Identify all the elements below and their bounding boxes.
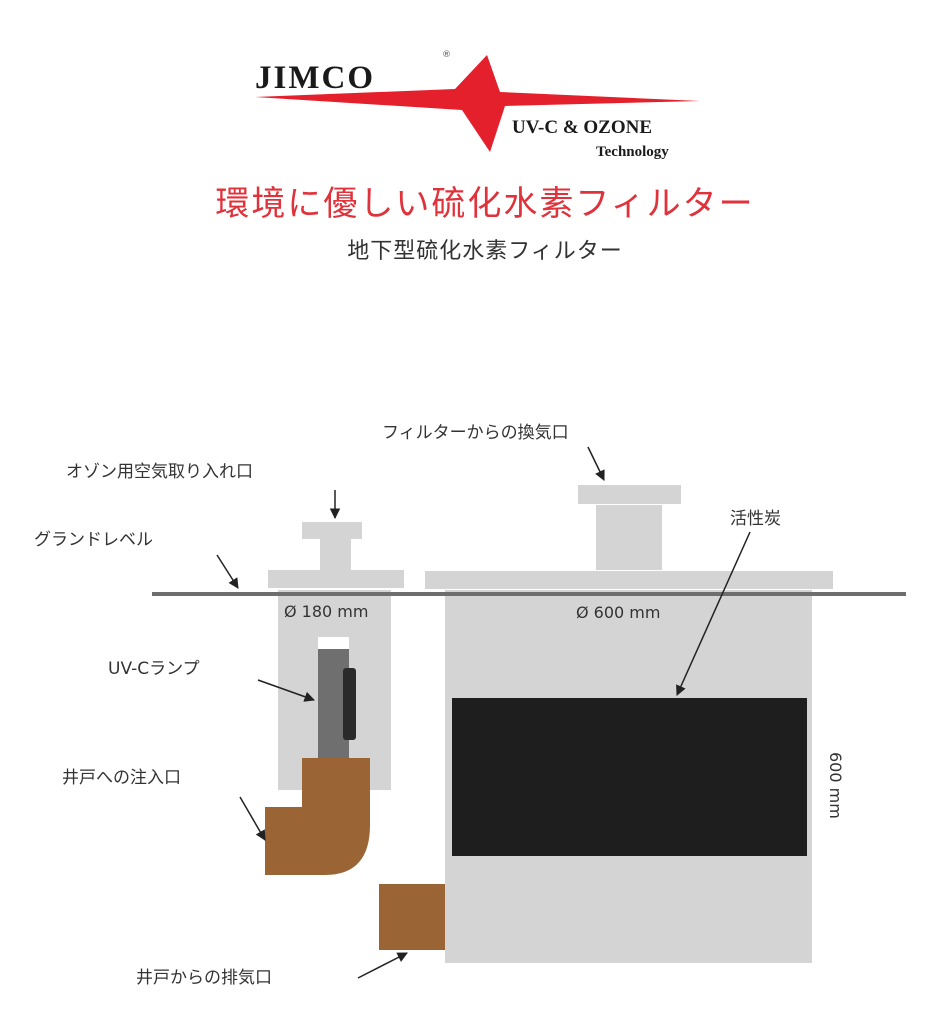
dimension-large-diameter: Ø 600 mm [576, 603, 661, 622]
label-uvc-lamp: UV-Cランプ [108, 659, 200, 679]
well-inlet-pipe [265, 758, 370, 875]
brand-name: JIMCO [255, 60, 375, 96]
arrow-ground-level [216, 554, 239, 589]
uv-lamp-ballast [343, 668, 356, 740]
arrow-well-exhaust [357, 952, 408, 979]
ozone-intake-stem [320, 537, 351, 570]
well-exhaust-pipe [379, 884, 445, 950]
arrow-uv-lamp [257, 679, 315, 702]
large-flange [425, 571, 833, 589]
dimension-height: 600 mm [826, 752, 845, 819]
arrow-exhaust-vent [587, 446, 605, 481]
dimension-small-diameter: Ø 180 mm [284, 602, 369, 621]
registered-mark: ® [442, 50, 451, 60]
logo-tagline: UV-C & OZONE [512, 117, 653, 138]
label-activated-carbon: 活性炭 [730, 509, 781, 529]
exhaust-vent-cap [578, 485, 681, 504]
label-ozone-air-intake: オゾン用空気取り入れ口 [66, 462, 253, 482]
label-ground-level: グランドレベル [34, 530, 153, 550]
arrow-activated-carbon [676, 531, 751, 696]
page-subtitle: 地下型硫化水素フィルター [347, 239, 623, 264]
exhaust-vent-stem [596, 505, 662, 570]
small-flange [268, 570, 404, 588]
label-exhaust-from-filter: フィルターからの換気口 [382, 423, 569, 443]
label-well-inlet: 井戸への注入口 [62, 768, 181, 788]
uv-lamp-tip [318, 637, 349, 649]
ozone-intake-cap [302, 522, 362, 539]
red-star-icon [255, 55, 700, 152]
label-well-exhaust: 井戸からの排気口 [136, 968, 272, 988]
activated-carbon-block [452, 698, 807, 856]
arrow-well-inlet [239, 796, 266, 841]
jimco-logo: JIMCO ® UV-C & OZONE Technology [0, 0, 928, 175]
page-title: 環境に優しい硫化水素フィルター [215, 184, 755, 224]
logo-tagline-technology: Technology [596, 144, 669, 160]
